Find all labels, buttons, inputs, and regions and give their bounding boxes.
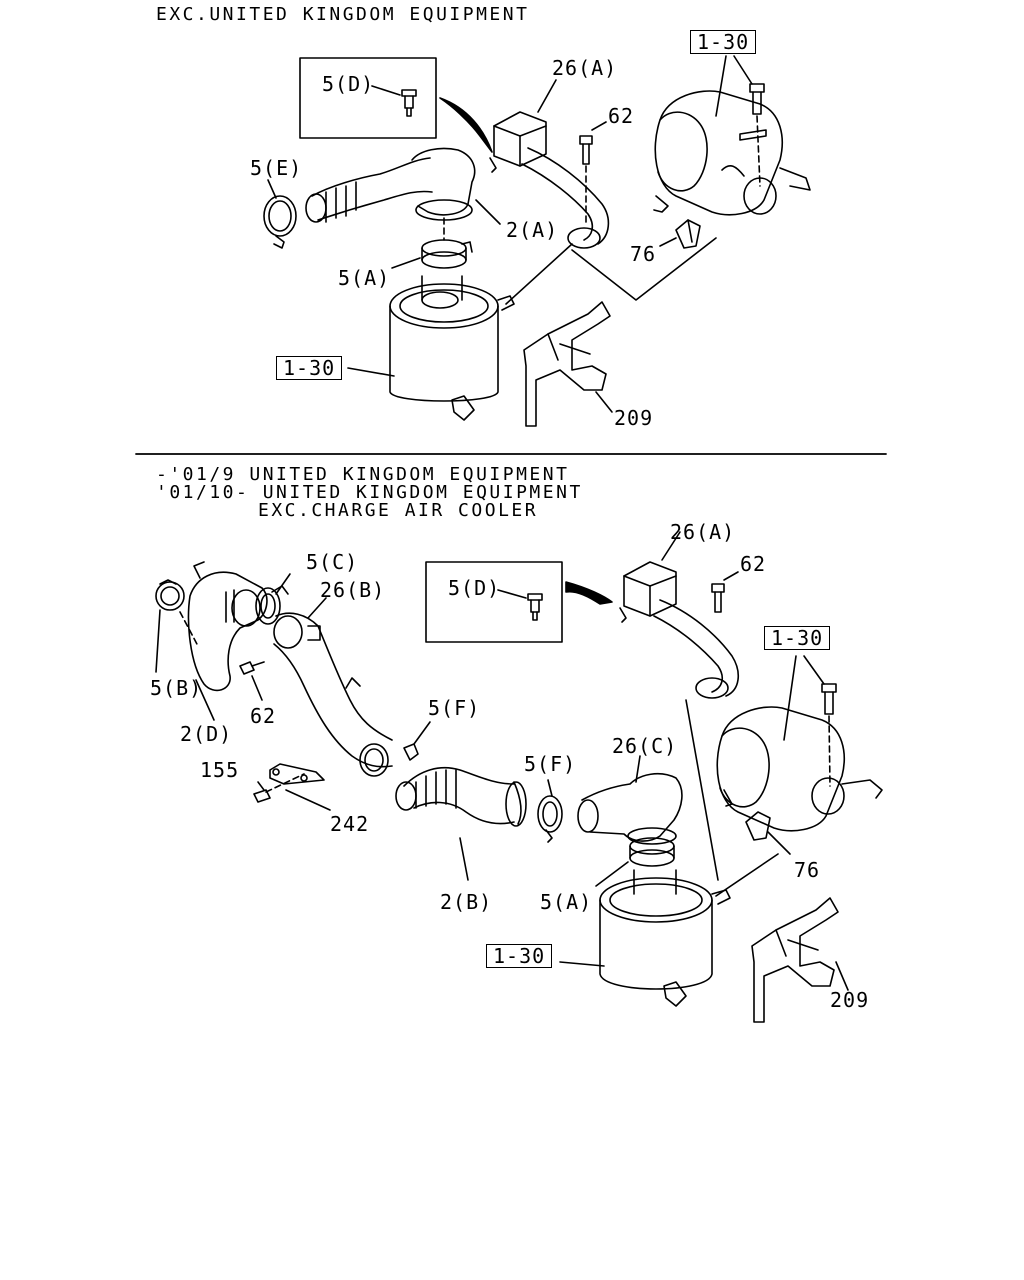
clip-5d-bottom-icon [527, 593, 543, 621]
bolt-155-icon [253, 789, 271, 803]
inset-box-top [299, 57, 437, 139]
label-76-top: 76 [630, 242, 657, 266]
label-5a-bottom: 5(A) [540, 890, 593, 914]
air-cleaner-bottom-left [599, 869, 731, 1007]
hose-2a-top [305, 147, 476, 223]
ref-1-30-top-left[interactable]: 1-30 [276, 356, 343, 380]
bolt-bottom-right-icon [821, 683, 837, 715]
heading-bottom-3: EXC.CHARGE AIR COOLER [258, 500, 539, 521]
label-242: 242 [330, 812, 370, 836]
label-26a-bottom: 26(A) [670, 520, 736, 544]
inset-box-bottom [425, 561, 563, 643]
bellows-hose-2b [395, 766, 527, 827]
label-209-bottom: 209 [830, 988, 870, 1012]
label-5d-bottom: 5(D) [448, 576, 501, 600]
ref-1-30-bottom-right[interactable]: 1-30 [764, 626, 831, 650]
intake-26a-top [489, 111, 610, 249]
clamp-5e-top-icon [263, 195, 297, 249]
bracket-76-bottom-icon [745, 811, 771, 841]
clamp-5f-b-icon [537, 795, 563, 843]
pipe-26b [273, 612, 393, 768]
label-5d-top: 5(D) [322, 72, 375, 96]
label-2b: 2(B) [440, 890, 493, 914]
air-cleaner-bottom-right [716, 706, 883, 832]
label-62-top: 62 [608, 104, 635, 128]
bracket-209-top [523, 301, 611, 427]
clip-5d-icon [401, 89, 417, 117]
label-26a-top: 26(A) [552, 56, 618, 80]
inset-arrow-bottom [565, 581, 613, 605]
heading-bottom-2: '01/10- UNITED KINGDOM EQUIPMENT [156, 482, 583, 503]
ref-1-30-top-right[interactable]: 1-30 [690, 30, 757, 54]
bolt-62-bottom-icon [711, 583, 725, 613]
label-5a-top: 5(A) [338, 266, 391, 290]
label-2d: 2(D) [180, 722, 233, 746]
clamp-5b-icon [155, 579, 185, 611]
label-5b: 5(B) [150, 676, 203, 700]
inset-arrow-top [439, 97, 493, 153]
heading-bottom-1: -'01/9 UNITED KINGDOM EQUIPMENT [156, 464, 570, 485]
label-62-bottom-right: 62 [740, 552, 767, 576]
label-155: 155 [200, 758, 240, 782]
intake-26c [577, 772, 683, 845]
clamp-5a-top-icon [421, 239, 473, 269]
label-76-bottom: 76 [794, 858, 821, 882]
air-cleaner-top-left [389, 275, 515, 421]
label-5f-b: 5(F) [524, 752, 577, 776]
heading-top: EXC.UNITED KINGDOM EQUIPMENT [156, 4, 530, 25]
clamp-5f-a-icon [359, 743, 419, 777]
label-209-top: 209 [614, 406, 654, 430]
ref-1-30-bottom-left[interactable]: 1-30 [486, 944, 553, 968]
label-2a-top: 2(A) [506, 218, 559, 242]
label-26c: 26(C) [612, 734, 678, 758]
bracket-76-top-icon [675, 219, 701, 249]
air-cleaner-top-right [653, 90, 811, 216]
bolt-62-left-icon [239, 661, 265, 675]
label-62-bottom-left: 62 [250, 704, 277, 728]
label-5f-a: 5(F) [428, 696, 481, 720]
bracket-209-bottom [751, 897, 839, 1023]
intake-26a-bottom [619, 561, 739, 699]
label-5c: 5(C) [306, 550, 359, 574]
bracket-242 [269, 763, 325, 785]
clamp-5a-bottom-icon [629, 837, 675, 867]
label-26b: 26(B) [320, 578, 386, 602]
bolt-62-top-icon [579, 135, 593, 165]
elbow-2d [187, 561, 268, 692]
label-5e-top: 5(E) [250, 156, 303, 180]
bolt-top-right-icon [749, 83, 765, 115]
